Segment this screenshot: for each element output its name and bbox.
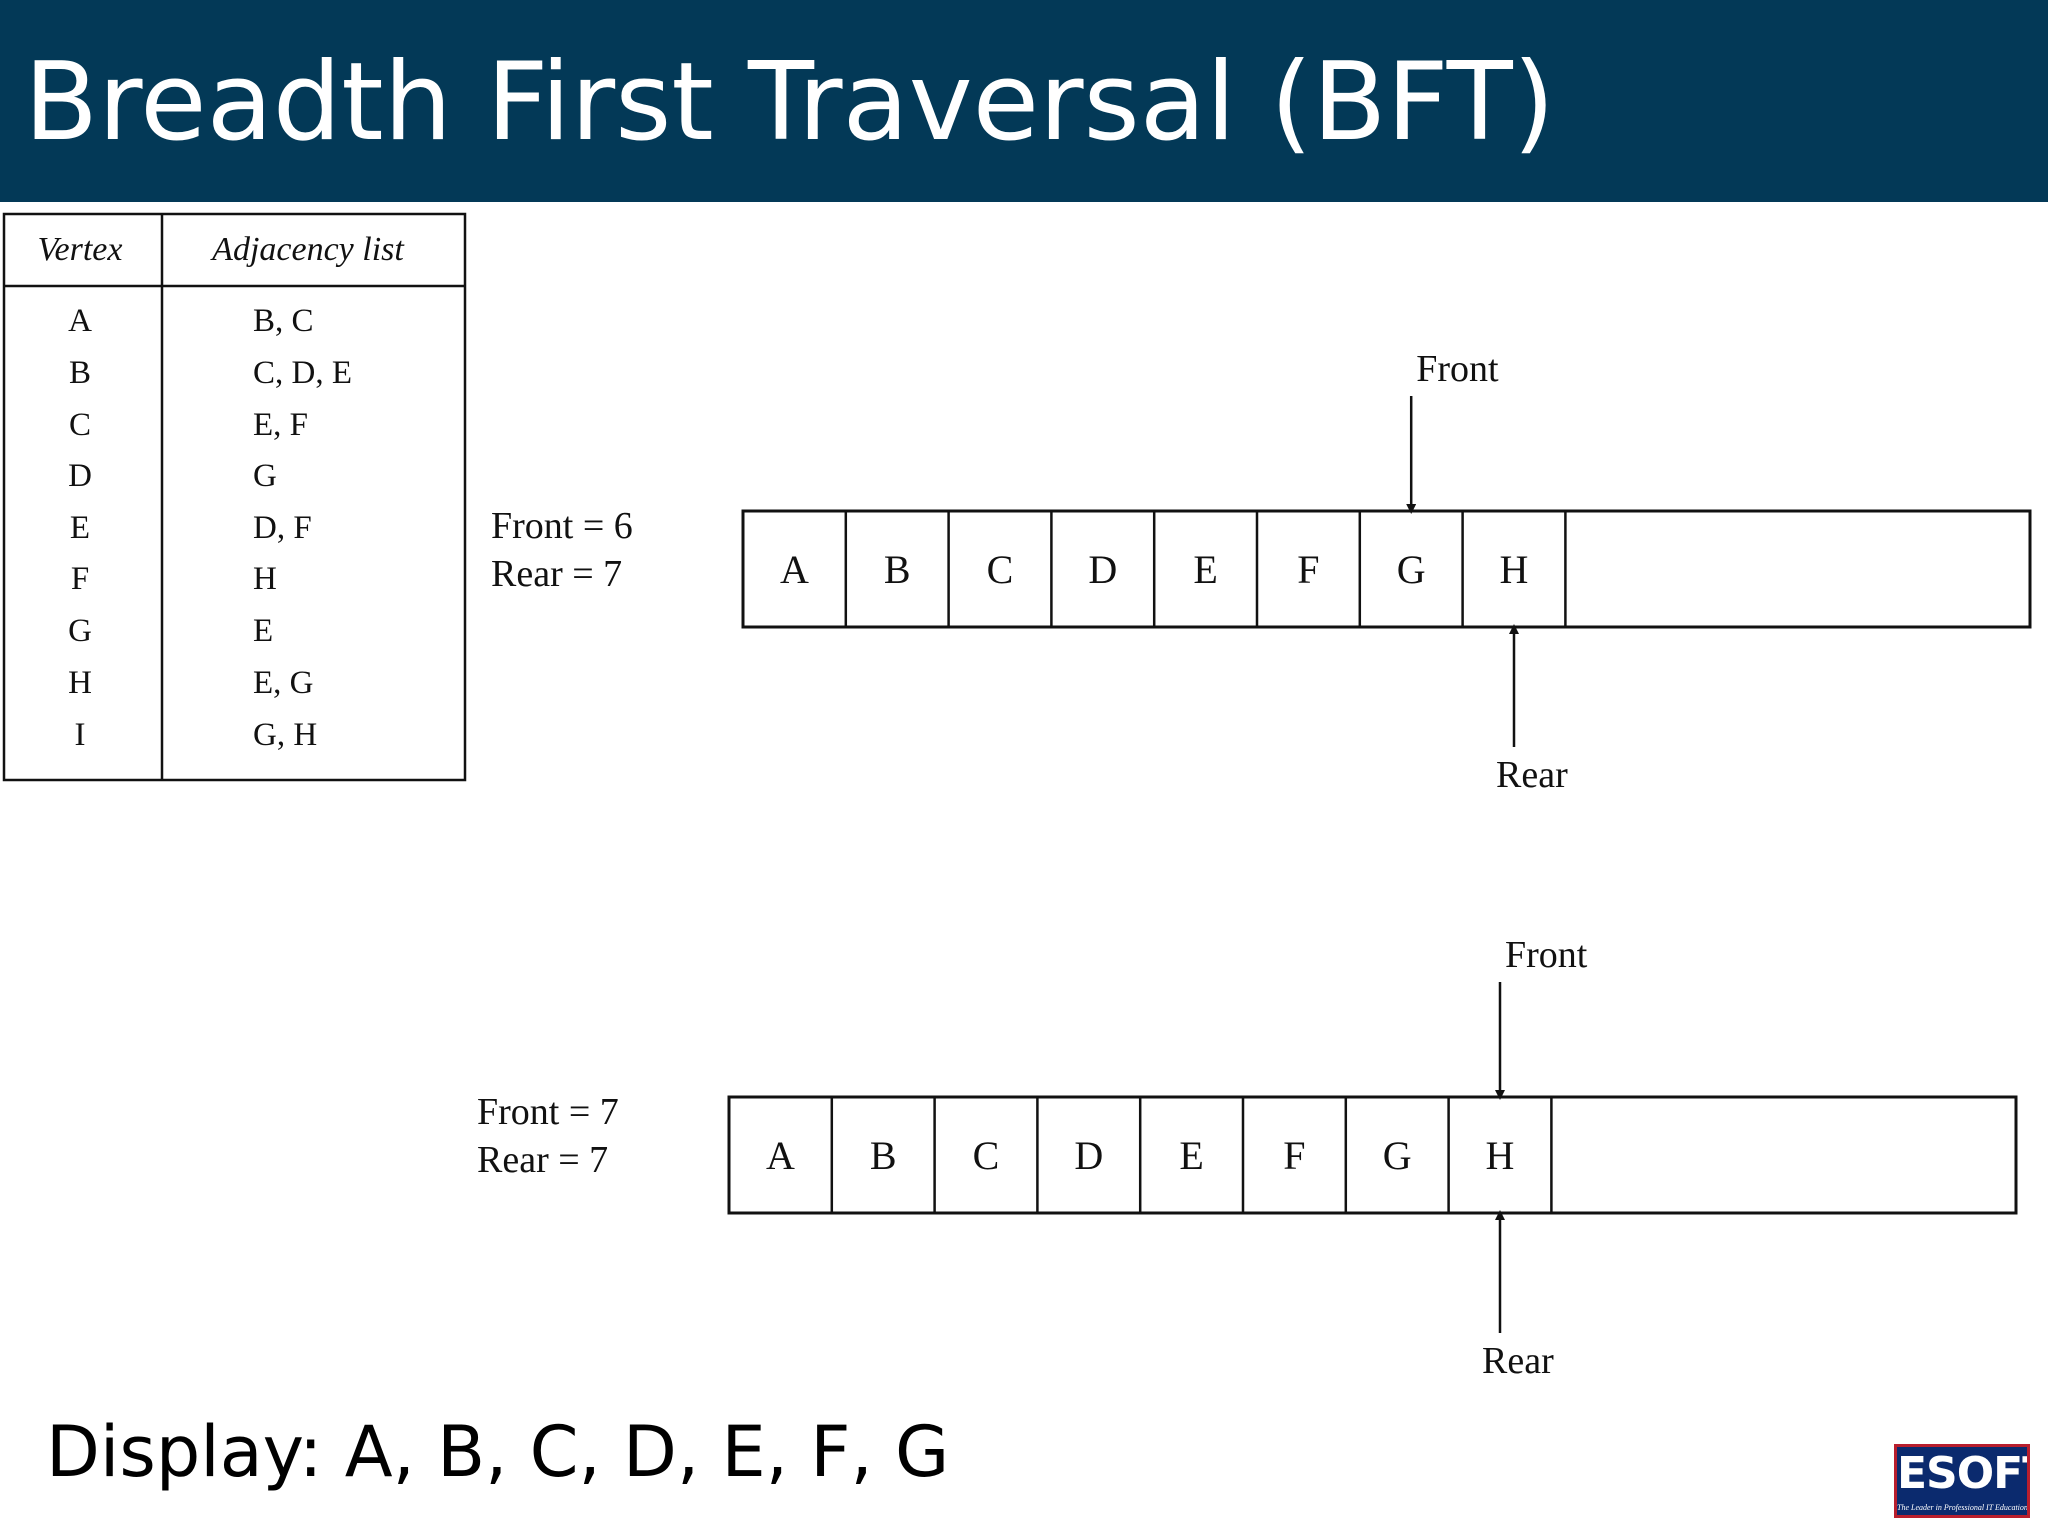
queue-2: Front = 7 Rear = 7 A B C D E F G H Front Rear	[477, 934, 2018, 1382]
table-vertex-cell: B	[69, 355, 91, 391]
table-header-vertex: Vertex	[38, 231, 123, 268]
queue-cells: A B C D E F G H	[766, 1097, 1553, 1213]
queue-cell: G	[1383, 1133, 1412, 1178]
display-output: Display: A, B, C, D, E, F, G	[46, 1411, 950, 1493]
table-adjacency-cell: H	[253, 561, 277, 597]
logo-tagline: The Leader in Professional IT Education	[1897, 1503, 2028, 1512]
table-vertex-cell: I	[75, 717, 86, 753]
table-adjacency-cell: E	[253, 613, 273, 649]
queue-cell: C	[973, 1133, 1000, 1178]
queue-rear-value: Rear = 7	[491, 553, 622, 595]
title-bar: Breadth First Traversal (BFT)	[0, 0, 2048, 202]
queue-array-border	[727, 1095, 2018, 1215]
queue-cell: G	[1397, 547, 1426, 592]
table-adjacency-cell: G, H	[253, 717, 317, 753]
table-adjacency-cell: C, D, E	[253, 355, 352, 391]
queue-cells: A B C D E F G H	[780, 511, 1567, 627]
queue-rear-value: Rear = 7	[477, 1139, 608, 1181]
queue-cell: A	[766, 1133, 795, 1178]
queue-cell: E	[1179, 1133, 1203, 1178]
table-vertex-cell: A	[68, 303, 92, 339]
queue-cell: F	[1297, 547, 1319, 592]
queue-cell: D	[1088, 547, 1117, 592]
queue-front-value: Front = 6	[491, 505, 633, 547]
table-adjacency-cell: E, G	[253, 665, 314, 701]
rear-pointer-label: Rear	[1482, 1340, 1554, 1382]
table-header-adjacency: Adjacency list	[210, 231, 405, 268]
table-border	[2, 212, 467, 782]
table-vertex-cell: H	[68, 665, 92, 701]
queue-cell: B	[884, 547, 911, 592]
table-vertex-cell: D	[68, 458, 92, 494]
queue-cell: H	[1486, 1133, 1515, 1178]
front-pointer-label: Front	[1505, 934, 1588, 976]
rear-pointer-label: Rear	[1496, 754, 1568, 796]
queue-cell: C	[987, 547, 1014, 592]
table-adjacency-cell: E, F	[253, 407, 308, 443]
table-vertex-cell: F	[71, 561, 89, 597]
table-adjacency-cell: B, C	[253, 303, 314, 339]
table-vertex-cell: C	[69, 407, 91, 443]
queue-front-value: Front = 7	[477, 1091, 619, 1133]
bft-diagram: Vertex Adjacency list A B, C B C, D, E C…	[2, 212, 2032, 1382]
adjacency-table: Vertex Adjacency list A B, C B C, D, E C…	[2, 212, 467, 782]
queue-cell: B	[870, 1133, 897, 1178]
queue-1: Front = 6 Rear = 7 A B C D E F G H Front Rear	[491, 348, 2032, 796]
queue-array-border	[741, 509, 2032, 629]
queue-cell: D	[1074, 1133, 1103, 1178]
table-vertex-cell: E	[70, 510, 90, 546]
front-pointer-label: Front	[1416, 348, 1499, 390]
table-adjacency-cell: G	[253, 458, 277, 494]
queue-cell: F	[1283, 1133, 1305, 1178]
queue-cell: E	[1193, 547, 1217, 592]
table-vertex-cell: G	[68, 613, 92, 649]
queue-cell: H	[1500, 547, 1529, 592]
slide-title: Breadth First Traversal (BFT)	[24, 40, 1555, 165]
table-adjacency-cell: D, F	[253, 510, 312, 546]
queue-cell: A	[780, 547, 809, 592]
